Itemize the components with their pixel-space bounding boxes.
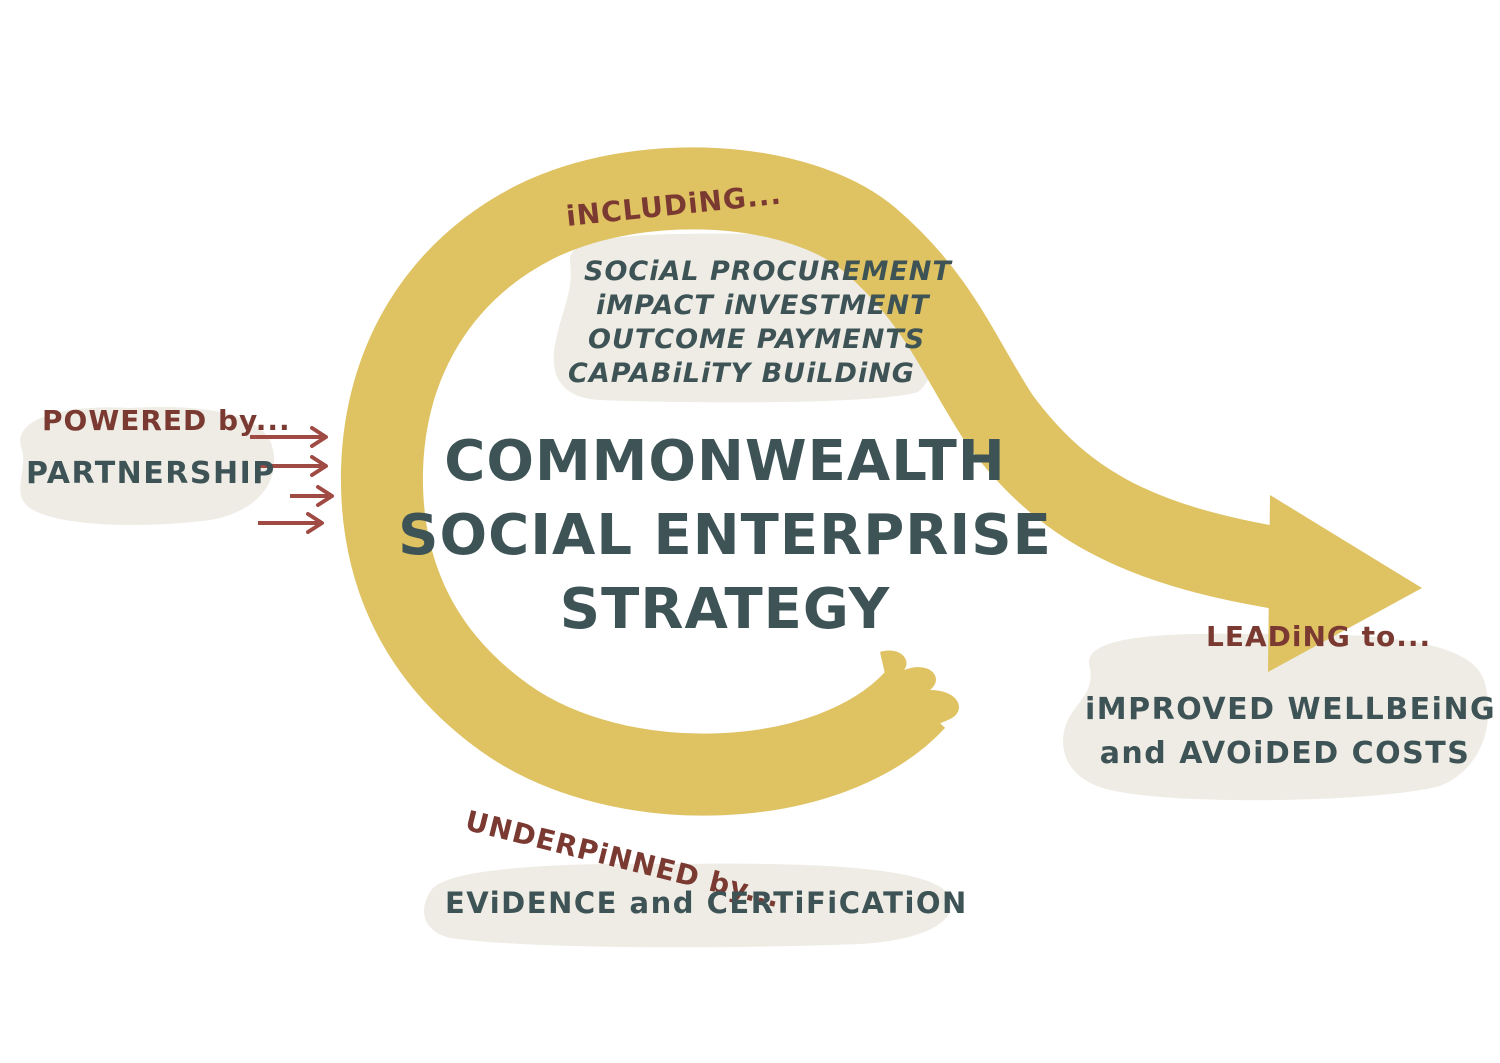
wellbeing-bubble [1063,633,1489,801]
title-line-2: SOCIAL ENTERPRISE [398,503,1052,568]
including-item-social-procurement: SOCiAL PROCUREMENT [584,256,952,287]
powered-by-label: POWERED by... [42,404,291,437]
swirl-arrow-band [340,147,1297,816]
input-arrow [250,426,328,448]
outcome-line-1: iMPROVED WELLBEiNG [1085,692,1497,727]
title-line-1: COMMONWEALTH [444,429,1006,494]
including-item-capability-building: CAPABiLiTY BUiLDiNG [568,358,915,389]
outcome-line-2: and AVOiDED COSTS [1099,736,1471,771]
partnership-bubble [20,407,275,525]
arrow-tail [880,650,960,740]
including-bubble [553,233,942,403]
including-item-outcome-payments: OUTCOME PAYMENTS [588,324,926,355]
input-arrow [290,485,334,507]
input-arrows [250,426,334,534]
input-arrow [258,455,328,477]
including-list: SOCiAL PROCUREMENT iMPACT iNVESTMENT OUT… [568,255,952,391]
including-item-impact-investment: iMPACT iNVESTMENT [596,290,930,321]
strategy-title: COMMONWEALTH SOCIAL ENTERPRISE STRATEGY [380,425,1070,647]
evidence-certification-text: EViDENCE and CERTiFiCATiON [445,886,968,920]
evidence-bubble [424,863,952,948]
title-line-3: STRATEGY [559,577,891,642]
wellbeing-outcome: iMPROVED WELLBEiNG and AVOiDED COSTS [1085,688,1497,776]
input-arrow [258,512,324,534]
leading-to-label: LEADiNG to... [1206,620,1432,653]
arrowhead [1268,495,1422,672]
partnership-text: PARTNERSHIP [26,456,276,491]
